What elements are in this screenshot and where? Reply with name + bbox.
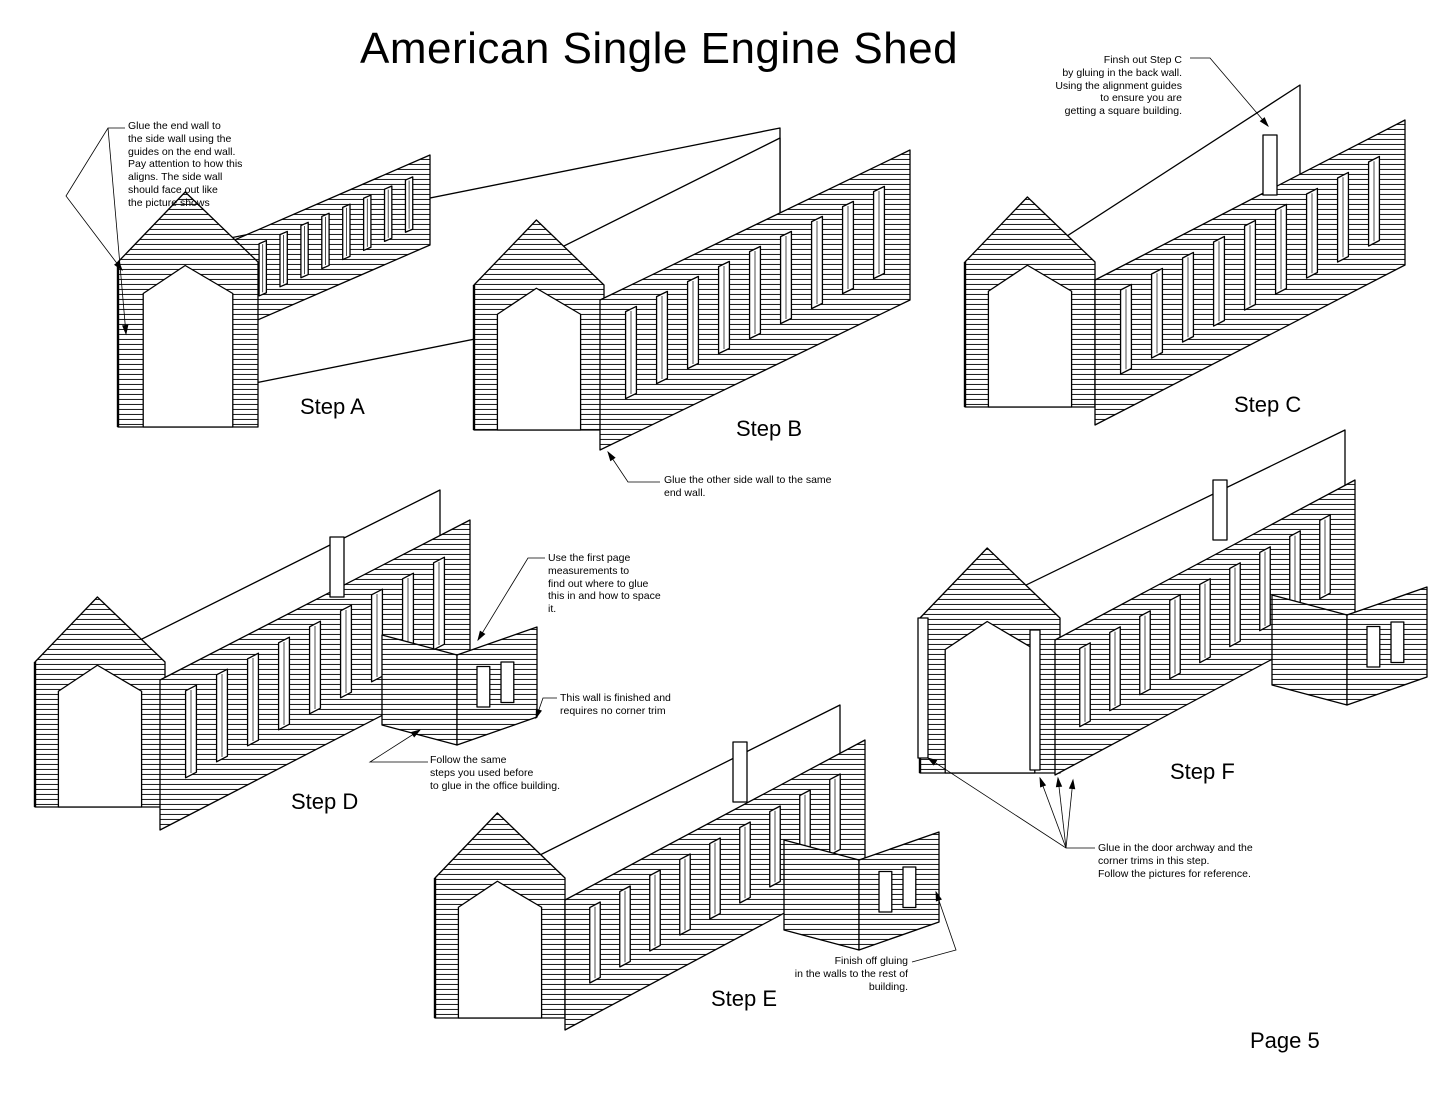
page-number: Page 5 <box>1250 1028 1320 1053</box>
leader-step-f-2-arrowhead <box>1039 776 1047 788</box>
step-d-office-window <box>500 661 515 704</box>
step-e-office-window <box>878 870 893 913</box>
step-e-alignment-guide <box>732 741 748 803</box>
step-f-office-side <box>1346 586 1428 706</box>
step-d-alignment-guide <box>329 536 345 598</box>
step-f-office-window <box>1390 621 1405 664</box>
note-step-e: Finish off gluing in the walls to the re… <box>794 955 908 993</box>
leader-step-a-2 <box>107 127 127 335</box>
leader-step-b <box>607 451 660 483</box>
leader-step-c-arrowhead <box>1259 117 1269 128</box>
leader-step-f-2 <box>1039 777 1067 849</box>
step-d-label: Step D <box>291 789 359 814</box>
step-d-office-front <box>381 634 458 746</box>
step-f-drawing <box>917 429 1428 776</box>
step-c-label: Step C <box>1234 392 1302 417</box>
step-e-office-side <box>858 831 940 951</box>
leader-step-a-2-arrowhead <box>122 324 129 336</box>
note-step-a: Glue the end wall to the side wall using… <box>128 120 243 209</box>
step-b-label: Step B <box>736 416 803 441</box>
step-e-label: Step E <box>711 986 778 1011</box>
leader-step-c <box>1190 57 1269 127</box>
note-step-d-finished-wall: This wall is finished and requires no co… <box>560 692 671 717</box>
leader-step-b-arrowhead <box>607 450 616 462</box>
step-f-office-front <box>1271 594 1348 706</box>
step-f-corner-trim <box>917 617 929 759</box>
leader-step-d-spacing-arrowhead <box>477 630 486 642</box>
leader-step-d-finished-wall <box>535 697 557 719</box>
step-e-drawing <box>433 704 940 1031</box>
leader-step-d-office <box>368 729 428 763</box>
leader-step-f-4-arrowhead <box>1068 778 1076 790</box>
step-f-end-wall-archway <box>944 620 1036 774</box>
step-f-alignment-guide <box>1212 479 1228 541</box>
leader-step-f-1-arrowhead <box>926 757 938 766</box>
step-c-end-wall-archway <box>987 264 1073 408</box>
leader-step-d-finished-wall-arrowhead <box>535 708 542 720</box>
leader-step-f-3-arrowhead <box>1055 776 1063 788</box>
step-c-drawing <box>963 84 1406 426</box>
note-step-c: Finsh out Step C by gluing in the back w… <box>1055 54 1182 118</box>
leader-step-d-spacing <box>477 557 545 641</box>
step-d-drawing <box>33 489 538 831</box>
leader-step-e-arrowhead <box>935 890 942 902</box>
step-a-drawing <box>116 127 781 428</box>
leader-step-a-1 <box>65 127 125 271</box>
step-e-office-window <box>902 866 917 909</box>
step-f-office-window <box>1366 625 1381 668</box>
step-e-office-front <box>783 839 860 951</box>
leader-step-d-office-arrowhead <box>410 729 422 738</box>
step-f-archway-trim <box>1029 629 1041 771</box>
page-title: American Single Engine Shed <box>360 24 959 73</box>
step-f-label: Step F <box>1170 759 1235 784</box>
step-b-end-wall-archway <box>496 287 582 431</box>
step-d-end-wall-archway <box>57 664 143 808</box>
step-a-end-wall-archway <box>142 264 234 428</box>
note-step-d-office: Follow the same steps you used before to… <box>430 754 560 792</box>
step-c-alignment-guide <box>1262 134 1278 196</box>
note-step-f: Glue in the door archway and the corner … <box>1098 842 1253 880</box>
leader-step-e <box>911 891 957 963</box>
step-b-drawing <box>472 137 911 451</box>
step-a-label: Step A <box>300 394 365 419</box>
leader-step-f-3 <box>1057 777 1067 849</box>
step-e-end-wall-archway <box>457 880 543 1019</box>
leader-step-f-4 <box>1065 779 1074 849</box>
step-d-office-window <box>476 665 491 708</box>
note-step-b: Glue the other side wall to the same end… <box>664 474 832 499</box>
note-step-d-spacing: Use the first page measurements to find … <box>548 552 661 616</box>
